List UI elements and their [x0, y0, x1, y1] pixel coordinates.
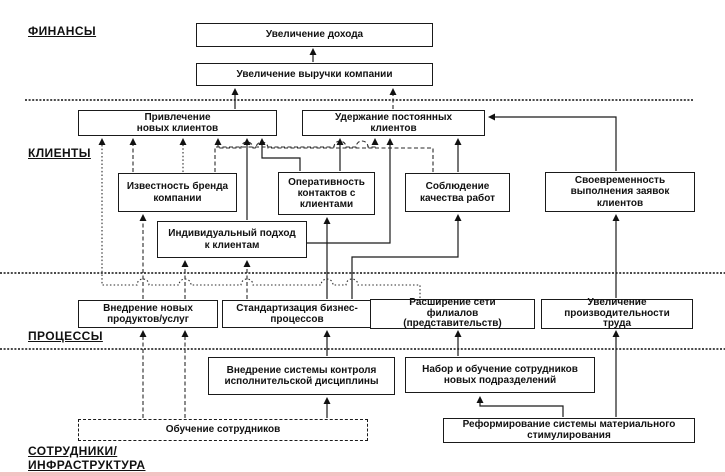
node-process-standardization: Стандартизация бизнес- процессов — [222, 300, 372, 328]
section-label-finances: ФИНАНСЫ — [28, 24, 97, 38]
node-individual-approach: Индивидуальный подход к клиентам — [157, 221, 307, 258]
node-brand-awareness: Известность бренда компании — [118, 173, 237, 212]
node-work-quality: Соблюдение качества работ — [405, 173, 510, 212]
node-contact-responsiveness: Оперативность контактов с клиентами — [278, 172, 375, 215]
node-increase-income: Увеличение дохода — [196, 23, 433, 47]
node-retain-clients: Удержание постоянных клиентов — [302, 110, 485, 136]
section-label-processes: ПРОЦЕССЫ — [28, 329, 103, 343]
solid-connectors — [234, 50, 617, 418]
node-attract-clients: Привлечение новых клиентов — [78, 110, 277, 136]
node-discipline-control: Внедрение системы контроля исполнительск… — [208, 357, 395, 395]
node-new-products: Внедрение новых продуктов/услуг — [78, 300, 218, 328]
dotted-connectors — [101, 140, 421, 298]
node-incentive-reform: Реформирование системы материального сти… — [443, 418, 695, 443]
node-labor-productivity: Увеличение производительности труда — [541, 298, 693, 329]
dashed-connectors — [132, 90, 434, 418]
node-recruitment-training: Набор и обучение сотрудников новых подра… — [405, 357, 595, 393]
node-branch-expansion: Расширение сети филиалов (представительс… — [370, 298, 535, 329]
node-employee-training: Обучение сотрудников — [78, 419, 368, 441]
node-revenue-growth: Увеличение выручки компании — [196, 63, 433, 86]
arrowheads — [98, 48, 620, 404]
node-request-timeliness: Своевременность выполнения заявок клиент… — [545, 172, 695, 212]
section-label-staff: СОТРУДНИКИ/ ИНФРАСТРУКТУРА — [28, 444, 146, 473]
bottom-accent-line — [0, 472, 725, 476]
section-label-clients: КЛИЕНТЫ — [28, 146, 91, 160]
